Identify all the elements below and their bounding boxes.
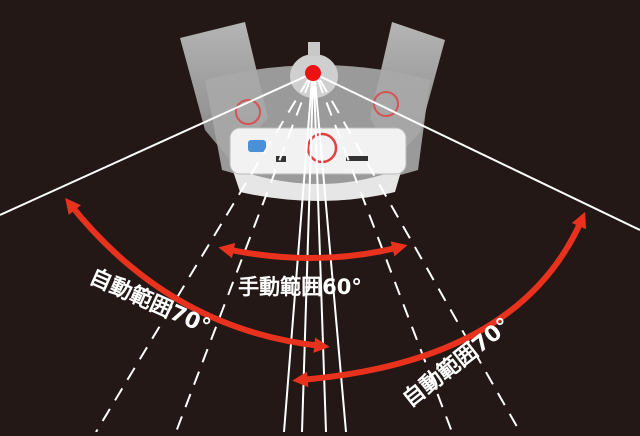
manual-range-label: 手動範囲60° — [238, 275, 362, 299]
auto-range-left-label: 自動範囲70° — [86, 264, 215, 340]
auto-button-icon — [248, 140, 266, 152]
range-arrows — [65, 197, 587, 388]
dashed-line-2 — [175, 79, 311, 433]
right-dial-icon — [373, 91, 399, 117]
auto-range-right-label: 自動範囲70° — [398, 312, 516, 412]
auto-range-left-boundary — [0, 72, 314, 216]
auto-range-right-arrow — [292, 211, 587, 388]
manual-range-arrow — [218, 241, 408, 261]
indicator-icon — [276, 156, 286, 162]
indicator-icon — [346, 156, 368, 161]
left-dial-icon — [235, 99, 261, 125]
auto-range-left-arrow — [65, 197, 330, 353]
sensor-dot — [305, 65, 321, 81]
auto-range-right-boundary — [312, 72, 640, 231]
device-top-post — [308, 42, 320, 56]
